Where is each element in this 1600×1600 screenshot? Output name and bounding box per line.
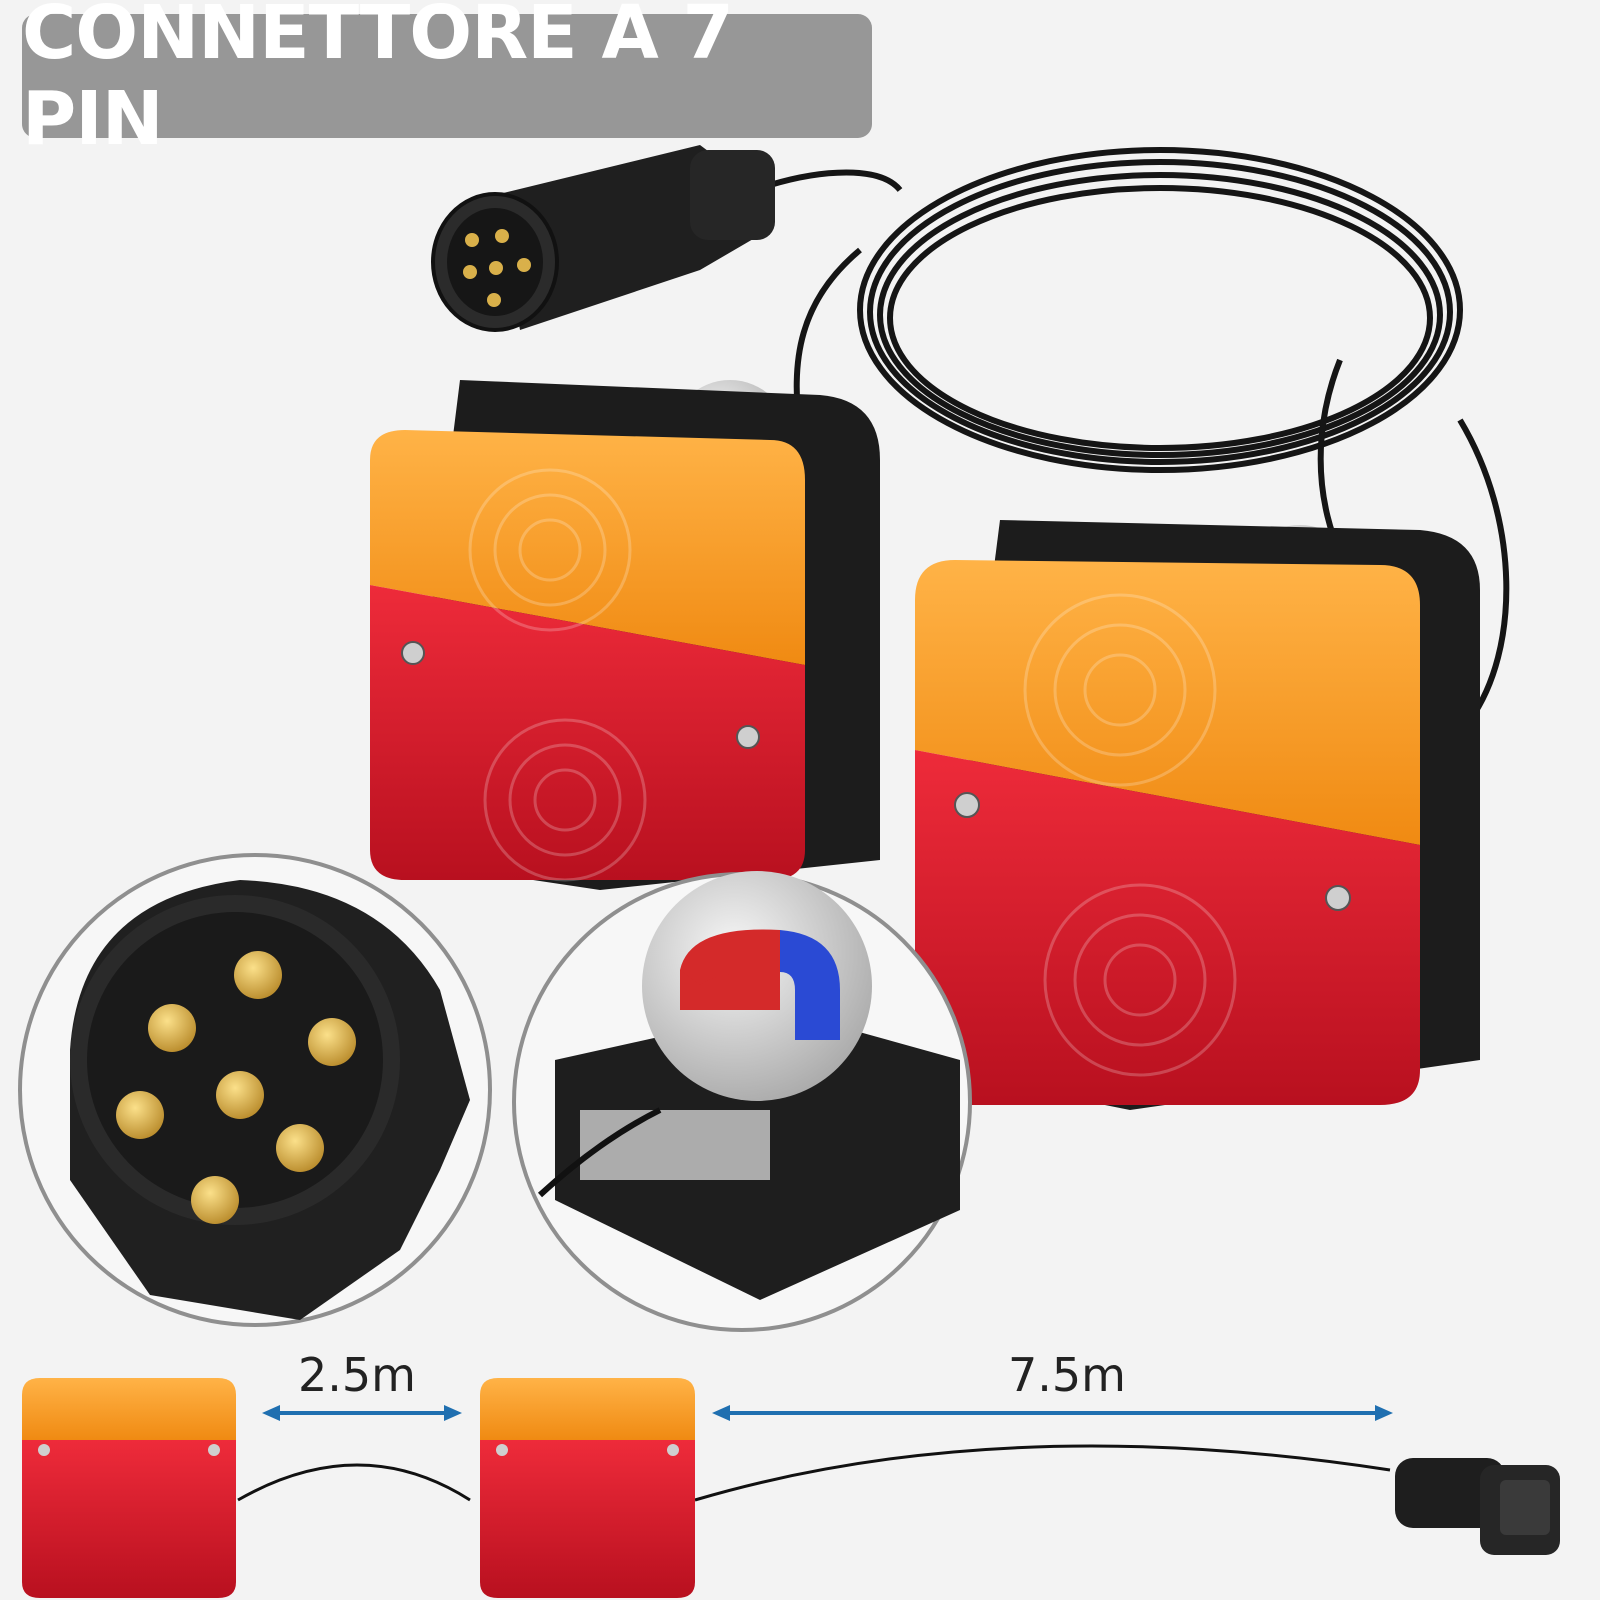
dimension-arrow-long: [712, 1405, 1393, 1421]
mini-light-right: [480, 1378, 695, 1598]
long-cable-length-label: 7.5m: [1008, 1348, 1126, 1402]
dimension-arrow-short: [262, 1405, 462, 1421]
tail-light-right: [915, 520, 1480, 1110]
plug-face-detail: [18, 853, 492, 1327]
magnet-icon: [680, 929, 840, 1040]
plug-icon: [431, 145, 775, 332]
tail-light-left: [370, 380, 880, 890]
cable-length-diagram: [22, 1378, 1560, 1598]
mini-plug-icon: [1395, 1458, 1560, 1555]
short-cable-length-label: 2.5m: [298, 1348, 416, 1402]
coiled-cable: [769, 147, 1510, 722]
page-title: CONNETTORE A 7 PIN: [22, 0, 734, 162]
magnet-base-detail: [512, 871, 972, 1332]
title-badge: CONNETTORE A 7 PIN: [22, 0, 872, 162]
mini-light-left: [22, 1378, 236, 1598]
